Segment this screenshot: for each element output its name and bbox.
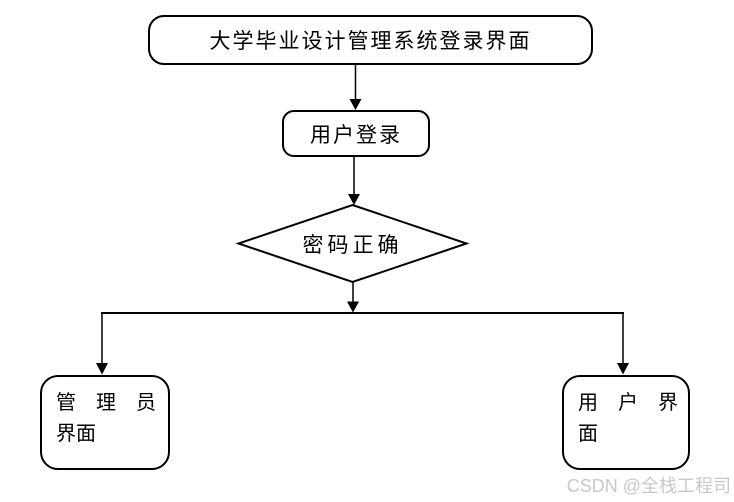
node-login-screen-label: 大学毕业设计管理系统登录界面 [209,29,532,53]
node-admin-interface-line2: 界面 [56,423,96,445]
node-user-login: 用户登录 [282,110,430,157]
arrowhead-title-to-login [349,99,362,110]
node-user-interface-line2: 面 [578,423,598,445]
arrowhead-branch-to-admin [96,363,108,375]
node-login-screen: 大学毕业设计管理系统登录界面 [148,15,593,65]
node-admin-interface: 管 理 员 界面 [40,375,170,470]
csdn-watermark: CSDN @全栈工程司 [566,476,731,496]
node-password-check-label: 密码正确 [302,232,403,257]
node-user-login-label: 用户登录 [310,122,402,147]
node-user-interface: 用 户 界 面 [562,375,690,470]
node-password-check: 密码正确 [238,205,467,282]
arrowhead-login-to-decision [348,194,360,205]
node-user-interface-line1: 用 户 界 [578,392,678,414]
node-admin-interface-line1: 管 理 员 [56,392,156,414]
arrowhead-decision-to-branch [347,301,359,313]
arrowhead-branch-to-user [617,363,629,375]
